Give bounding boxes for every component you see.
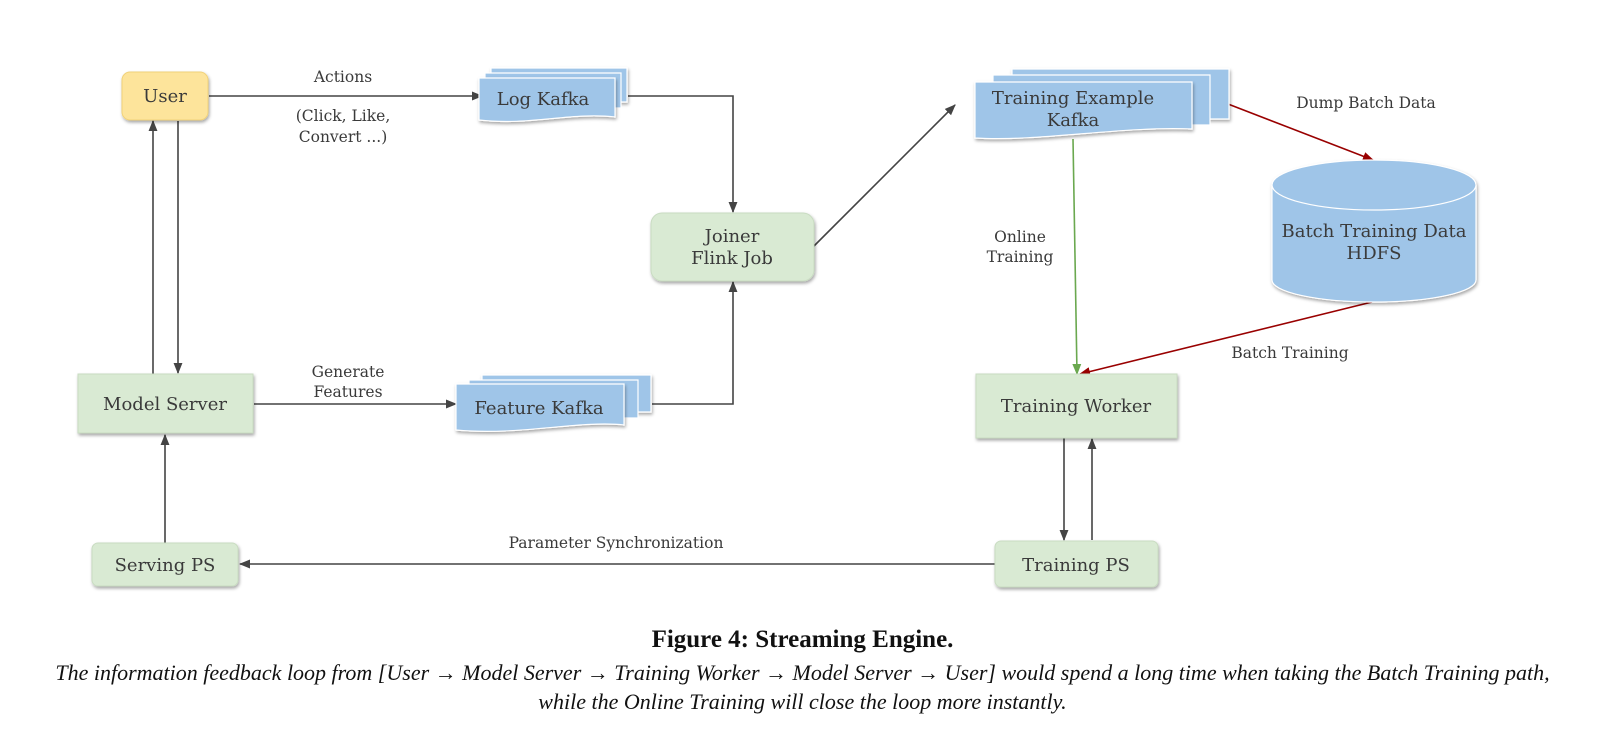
node-hdfs-label-line1: Batch Training Data [1281, 221, 1466, 242]
node-feature-kafka-label: Feature Kafka [474, 398, 603, 419]
node-batch-training-data-hdfs: Batch Training Data HDFS [1271, 159, 1477, 303]
node-training-ps: Training PS [994, 540, 1159, 588]
figure-caption-title: Figure 4: Streaming Engine. [651, 626, 954, 653]
streaming-engine-diagram: User Log Kafka Joiner Flink Job Training… [77, 67, 1477, 588]
edges [148, 91, 1375, 569]
node-model-server-label: Model Server [103, 394, 227, 415]
label-actions-detail-line2: Convert ...) [299, 128, 388, 146]
node-training-worker: Training Worker [975, 373, 1178, 439]
node-serving-ps-label: Serving PS [115, 555, 216, 576]
label-generate-line2: Features [313, 383, 382, 401]
node-joiner-flink-job: Joiner Flink Job [650, 212, 815, 282]
label-online-line1: Online [994, 228, 1046, 246]
node-serving-ps: Serving PS [91, 542, 239, 587]
edge-dump-batch-data [1227, 103, 1375, 161]
node-joiner-label-line2: Flink Job [691, 248, 773, 269]
node-training-example-label-line2: Kafka [1047, 110, 1100, 131]
node-user-label: User [143, 86, 187, 107]
node-training-worker-label: Training Worker [1001, 396, 1152, 417]
edge-batch-training [1078, 301, 1373, 376]
node-user: User [121, 71, 209, 121]
label-generate-line1: Generate [312, 363, 385, 381]
node-training-ps-label: Training PS [1022, 555, 1130, 576]
node-joiner-label-line1: Joiner [703, 226, 760, 247]
label-batch-training: Batch Training [1231, 344, 1348, 362]
label-parameter-synchronization: Parameter Synchronization [509, 534, 724, 552]
edge-joiner-to-training-example-kafka [813, 104, 956, 247]
edge-online-training [1072, 138, 1082, 376]
node-training-example-label-line1: Training Example [992, 88, 1154, 109]
node-feature-kafka: Feature Kafka [455, 374, 652, 432]
node-log-kafka-label: Log Kafka [497, 89, 590, 110]
node-hdfs-label-line2: HDFS [1347, 243, 1402, 264]
label-dump-batch-data: Dump Batch Data [1296, 94, 1436, 112]
node-model-server: Model Server [77, 373, 254, 434]
label-online-line2: Training [987, 248, 1054, 266]
label-actions: Actions [313, 68, 372, 86]
label-actions-detail-line1: (Click, Like, [296, 107, 391, 125]
figure-caption-body: The information feedback loop from [User… [55, 660, 1550, 714]
edge-log-kafka-to-joiner [628, 95, 738, 214]
edge-feature-kafka-to-joiner [652, 280, 738, 405]
node-log-kafka: Log Kafka [478, 67, 628, 123]
node-training-example-kafka: Training Example Kafka [974, 68, 1230, 140]
